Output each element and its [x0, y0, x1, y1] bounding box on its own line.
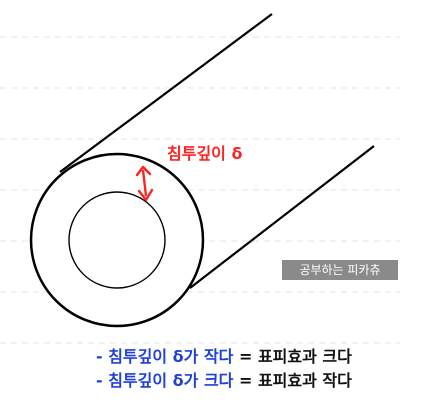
depth-label: 침투깊이 δ: [167, 144, 243, 163]
note-tail: = 표피효과 작다: [233, 371, 352, 390]
note-lead: - 침투깊이 δ가 크다: [96, 371, 234, 390]
note-tail: = 표피효과 크다: [233, 347, 352, 366]
inner-circle: [68, 191, 166, 289]
note-line-large-depth: - 침투깊이 δ가 크다 = 표피효과 작다: [96, 373, 352, 389]
tube-bottom-edge: [189, 145, 375, 289]
tube-top-edge: [59, 13, 273, 173]
note-line-small-depth: - 침투깊이 δ가 작다 = 표피효과 크다: [96, 349, 352, 365]
note-lead: - 침투깊이 δ가 작다: [96, 347, 234, 366]
watermark-badge: 공부하는 피카츄: [282, 260, 398, 280]
depth-arrow: [135, 165, 154, 202]
